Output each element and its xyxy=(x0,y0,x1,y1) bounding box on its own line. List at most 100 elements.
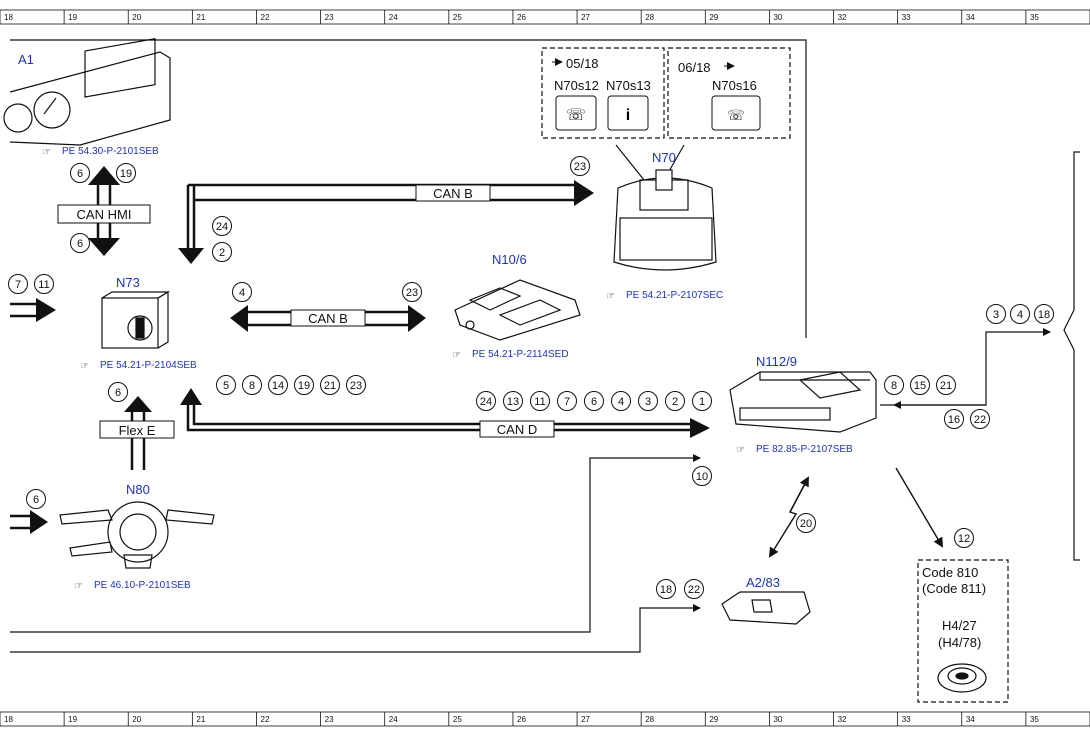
number-circle xyxy=(1010,304,1030,324)
number-circle xyxy=(910,375,930,395)
ruler-label: 22 xyxy=(261,13,270,22)
ruler-label: 18 xyxy=(4,715,13,724)
n10-6-ref: PE 54.21-P-2114SED xyxy=(472,349,569,360)
number-circle-label: 6 xyxy=(77,238,83,250)
number-circle xyxy=(268,375,288,395)
ruler-label: 30 xyxy=(773,13,782,22)
number-circle-label: 6 xyxy=(591,396,597,408)
number-circle-label: 15 xyxy=(914,380,926,392)
number-circle xyxy=(34,274,54,294)
ruler-label: 20 xyxy=(132,715,141,724)
number-circle-label: 5 xyxy=(223,380,229,392)
pointer-icon: ☞ xyxy=(606,291,615,302)
ruler-label: 23 xyxy=(325,715,334,724)
number-circle-label: 21 xyxy=(940,380,952,392)
phone-wrench-icon: ☏ xyxy=(566,107,586,124)
ruler-label: 35 xyxy=(1030,715,1039,724)
flex-e-label: Flex E xyxy=(119,423,156,438)
switch-n70s13: N70s13 xyxy=(606,78,651,93)
number-circle-label: 2 xyxy=(219,247,225,259)
ruler-label: 28 xyxy=(645,715,654,724)
part-h4-27: H4/27 xyxy=(942,618,977,633)
ruler-label: 24 xyxy=(389,13,398,22)
pointer-icon: ☞ xyxy=(736,445,745,456)
n112-9-module-icon xyxy=(729,371,877,433)
bus-labels: CAN HMI CAN B CAN B CAN D Flex E xyxy=(57,184,555,439)
number-circle xyxy=(936,375,956,395)
diag-lines xyxy=(768,467,944,558)
switch-box-left: 05/18 N70s12 N70s13 ☏ i xyxy=(541,47,665,139)
number-circle-label: 12 xyxy=(958,533,970,545)
ruler-label: 35 xyxy=(1030,13,1039,22)
n70-ref: PE 54.21-P-2107SEC xyxy=(626,290,723,301)
number-circle-label: 24 xyxy=(216,221,228,233)
ruler-label: 25 xyxy=(453,715,462,724)
ruler-label: 21 xyxy=(196,13,205,22)
date-0518: 05/18 xyxy=(566,56,599,71)
code-811: (Code 811) xyxy=(922,581,986,596)
number-circle xyxy=(26,489,46,509)
n10-6-control-unit-icon xyxy=(454,279,581,341)
n112-9-name: N112/9 xyxy=(756,354,797,369)
n80-ref: PE 46.10-P-2101SEB xyxy=(94,580,191,591)
arrow-heads xyxy=(30,166,710,534)
number-circle-label: 8 xyxy=(249,380,255,392)
number-circle-label: 3 xyxy=(645,396,651,408)
number-circle xyxy=(665,391,685,411)
ruler-label: 26 xyxy=(517,715,526,724)
phone-me-icon: ☏ xyxy=(727,107,745,123)
number-circle xyxy=(611,391,631,411)
number-circle xyxy=(557,391,577,411)
number-circle xyxy=(108,382,128,402)
number-circle xyxy=(320,375,340,395)
ruler-label: 20 xyxy=(132,13,141,22)
number-circle xyxy=(346,375,366,395)
number-circle xyxy=(970,409,990,429)
ruler-label: 33 xyxy=(902,715,911,724)
can-d-label: CAN D xyxy=(497,422,537,437)
number-circle xyxy=(692,466,712,486)
ruler-label: 18 xyxy=(4,13,13,22)
ruler-label: 24 xyxy=(389,715,398,724)
n80-name: N80 xyxy=(126,482,150,497)
date-0618: 06/18 xyxy=(678,60,711,75)
info-phone-icon: i xyxy=(626,107,630,124)
number-circle-label: 7 xyxy=(564,396,570,408)
number-circle xyxy=(692,391,712,411)
pointer-icon: ☞ xyxy=(42,147,51,158)
number-circle-label: 24 xyxy=(480,396,492,408)
number-circle xyxy=(116,163,136,183)
ruler-label: 28 xyxy=(645,13,654,22)
can-b-mid-label: CAN B xyxy=(308,311,348,326)
number-circle-label: 3 xyxy=(993,309,999,321)
ruler-label: 32 xyxy=(838,13,847,22)
number-circle xyxy=(402,282,422,302)
number-circle xyxy=(476,391,496,411)
number-circle xyxy=(8,274,28,294)
number-circle xyxy=(242,375,262,395)
number-circle-label: 4 xyxy=(239,287,245,299)
component-labels: A1 ☞ PE 54.30-P-2101SEB N73 ☞ PE 54.21-P… xyxy=(18,52,853,592)
number-circle-label: 21 xyxy=(324,380,336,392)
n70-name: N70 xyxy=(652,150,676,165)
ruler-label: 30 xyxy=(773,715,782,724)
a1-name: A1 xyxy=(18,52,34,67)
number-circle-label: 6 xyxy=(115,387,121,399)
n112-9-ref: PE 82.85-P-2107SEB xyxy=(756,444,853,455)
switch-n70s16: N70s16 xyxy=(712,78,757,93)
number-circle-label: 7 xyxy=(15,279,21,291)
number-circle xyxy=(954,528,974,548)
number-circle xyxy=(584,391,604,411)
ruler-label: 33 xyxy=(902,13,911,22)
number-circle-label: 1 xyxy=(699,396,705,408)
n70-overhead-panel-icon xyxy=(613,169,717,271)
number-circle-label: 23 xyxy=(406,287,418,299)
number-circle xyxy=(570,156,590,176)
number-circle xyxy=(530,391,550,411)
number-circle-label: 8 xyxy=(891,380,897,392)
ruler-label: 27 xyxy=(581,715,590,724)
number-circle-label: 19 xyxy=(298,380,310,392)
